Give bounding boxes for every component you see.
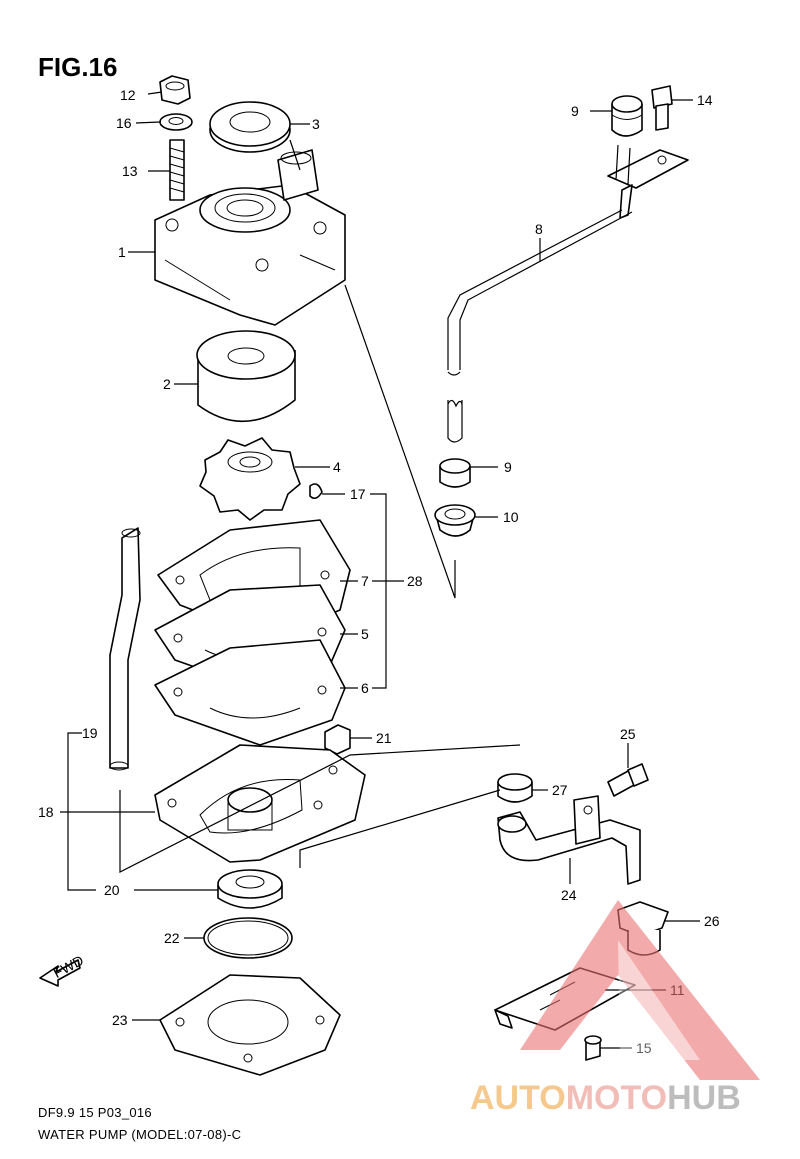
part-18-lower-plate: [154, 744, 366, 863]
callout-14: 14: [697, 92, 713, 108]
part-24-water-pipe: [497, 795, 641, 885]
watermark-text: AUTOMOTOHUB: [470, 1079, 741, 1117]
callout-13: 13: [122, 163, 138, 179]
callout-20: 20: [104, 882, 120, 898]
callout-5: 5: [361, 626, 369, 642]
part-25-bolt: [607, 763, 649, 797]
callout-25: 25: [620, 726, 636, 742]
part-15-screw: [584, 1035, 602, 1061]
part-14-bolt: [651, 85, 673, 131]
part-20-seal: [217, 869, 283, 909]
part-21-nut: [324, 724, 351, 755]
part-2-liner: [196, 330, 296, 423]
callout-15: 15: [636, 1040, 652, 1056]
callout-9-top: 9: [571, 103, 579, 119]
callout-21: 21: [376, 730, 392, 746]
figure-title: FIG.16: [38, 52, 117, 82]
callout-12: 12: [120, 87, 136, 103]
diagram-code: DF9.9 15 P03_016: [38, 1105, 152, 1120]
part-9-grommet-top: [611, 95, 643, 137]
part-12-nut: [159, 75, 191, 105]
part-16-washer: [159, 113, 193, 131]
part-3-seal-ring: [209, 101, 291, 153]
part-17-key: [309, 483, 323, 500]
callout-1: 1: [118, 244, 126, 260]
callout-19: 19: [82, 725, 98, 741]
fwd-label: FWD: [50, 952, 86, 981]
callout-22: 22: [164, 930, 180, 946]
callout-23: 23: [112, 1012, 128, 1028]
diagram-caption: WATER PUMP (MODEL:07-08)-C: [38, 1127, 241, 1142]
part-23-gasket: [159, 974, 341, 1076]
part-10-collar: [434, 504, 476, 537]
callout-7: 7: [361, 573, 369, 589]
callout-8: 8: [535, 221, 543, 237]
part-6-gasket: [154, 639, 346, 746]
callout-18: 18: [38, 804, 54, 820]
callout-4: 4: [333, 459, 341, 475]
callout-3: 3: [312, 116, 320, 132]
watermark-logo: AUTOMOTOHUB: [470, 900, 760, 1117]
fwd-arrow-icon: FWD: [39, 952, 86, 987]
callout-labels: 12 16 13 1 3 2 4 17 7 5 6 28 21 18 19 20…: [38, 87, 720, 1056]
callout-16: 16: [116, 115, 132, 131]
part-19-water-tube: [109, 527, 141, 771]
callout-6: 6: [361, 680, 369, 696]
callout-10: 10: [503, 509, 519, 525]
callout-27: 27: [552, 782, 568, 798]
part-9-grommet-mid: [439, 458, 471, 488]
callout-28: 28: [407, 573, 423, 589]
part-22-o-ring: [203, 917, 293, 959]
callout-24: 24: [561, 887, 577, 903]
callout-17: 17: [350, 486, 366, 502]
part-4-impeller: [199, 437, 301, 521]
part-13-stud-bolt: [169, 139, 185, 201]
callout-9-mid: 9: [504, 459, 512, 475]
part-1-pump-case: [154, 149, 346, 326]
callout-26: 26: [704, 913, 720, 929]
callout-2: 2: [163, 376, 171, 392]
part-27-grommet: [497, 773, 533, 803]
leader-lines: [60, 91, 700, 1049]
part-8-outlet-pipe: [447, 144, 689, 443]
